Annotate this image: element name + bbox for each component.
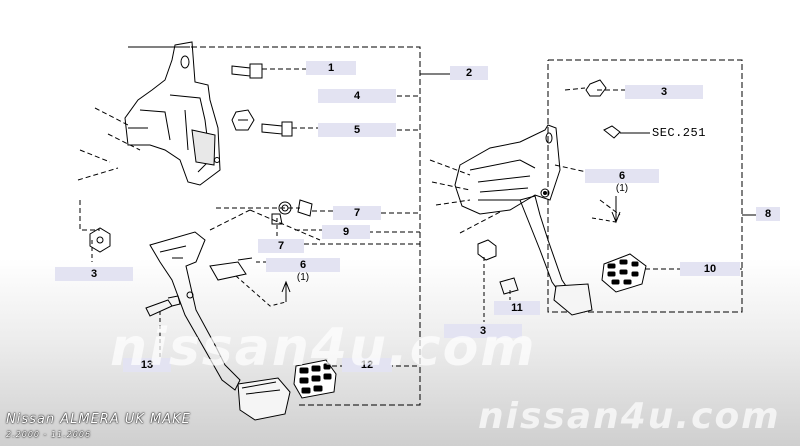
callout-6-brake[interactable]: 6 (1) <box>585 169 659 194</box>
callout-13[interactable]: 13 <box>123 358 171 372</box>
callout-6-brake-number: 6 <box>618 170 626 182</box>
callout-6-clutch-qty: (1) <box>296 272 310 283</box>
callout-5[interactable]: 5 <box>318 123 396 137</box>
assembly-box-brake <box>547 59 743 313</box>
callout-12[interactable]: 12 <box>342 358 392 372</box>
callout-3-clutch[interactable]: 3 <box>55 267 133 281</box>
callout-2[interactable]: 2 <box>450 66 488 80</box>
callout-6-brake-qty: (1) <box>615 183 629 194</box>
watermark-corner: nissan4u.com <box>478 396 781 437</box>
callout-6-clutch[interactable]: 6 (1) <box>266 258 340 283</box>
production-date-range: 2.2000 - 11.2006 <box>6 430 92 439</box>
callout-9[interactable]: 9 <box>322 225 370 239</box>
sec-reference: SEC.251 <box>652 126 706 140</box>
vehicle-model-caption: Nissan ALMERA UK MAKE <box>6 412 191 427</box>
assembly-box-clutch <box>128 46 421 406</box>
callout-11[interactable]: 11 <box>494 301 540 315</box>
callout-7-upper[interactable]: 7 <box>333 206 381 220</box>
watermark-center: nissan4u.com <box>110 318 537 378</box>
callout-3-brake-top[interactable]: 3 <box>625 85 703 99</box>
callout-4[interactable]: 4 <box>318 89 396 103</box>
callout-6-clutch-number: 6 <box>299 259 307 271</box>
callout-3-brake-bottom[interactable]: 3 <box>444 324 522 338</box>
callout-10[interactable]: 10 <box>680 262 740 276</box>
callout-1[interactable]: 1 <box>306 61 356 75</box>
callout-7-lower[interactable]: 7 <box>258 239 304 253</box>
callout-8[interactable]: 8 <box>756 207 780 221</box>
